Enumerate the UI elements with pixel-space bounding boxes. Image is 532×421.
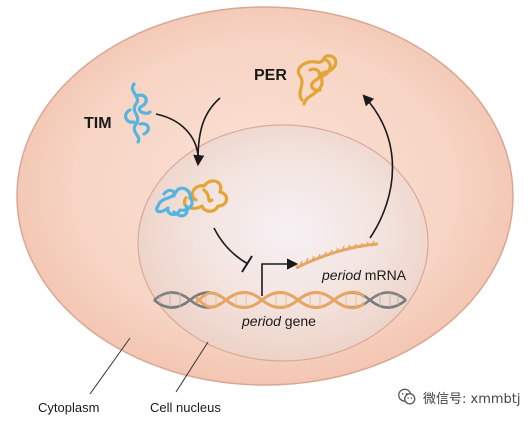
cytoplasm-leader-line: [89, 337, 131, 395]
period-gene-dna-helix: [153, 290, 407, 310]
cell-nucleus-label: Cell nucleus: [150, 400, 221, 415]
period-mrna-strand: [295, 240, 379, 270]
nucleus-leader-line: [175, 341, 209, 393]
inhibition-bar: [241, 255, 253, 273]
tim-protein-icon: [124, 82, 152, 144]
cytoplasm-label: Cytoplasm: [38, 400, 99, 415]
period-mrna-label: period mRNA: [321, 267, 407, 283]
complex-inhibits-gene-line: [213, 227, 249, 265]
per-protein-icon: [296, 54, 338, 106]
per-label: PER: [254, 67, 287, 84]
wechat-icon: [398, 388, 416, 405]
tim-per-complex-icon: [155, 179, 229, 218]
mrna-export-arrow: [362, 94, 394, 239]
watermark: 微信号: xmmbtj: [396, 384, 526, 410]
per-to-nucleus-arrow: [197, 97, 221, 161]
tim-label: TIM: [84, 115, 112, 132]
period-gene-label: period gene: [241, 313, 316, 329]
watermark-text: 微信号: xmmbtj: [423, 391, 521, 407]
transcription-start-arrow: [261, 258, 299, 296]
